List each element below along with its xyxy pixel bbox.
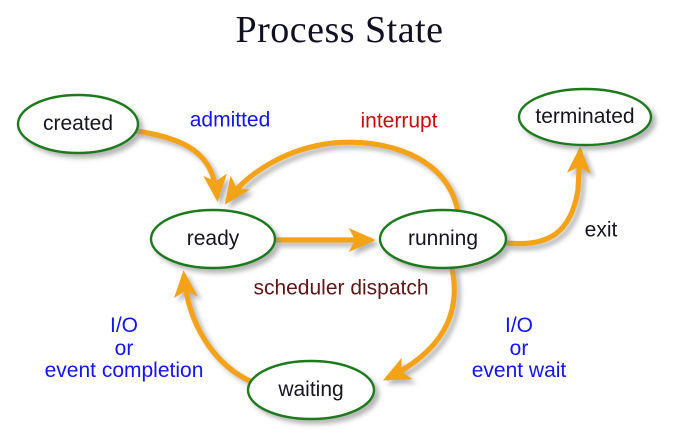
node-ready[interactable]	[149, 208, 277, 270]
node-label-waiting: waiting	[278, 378, 344, 401]
node-label-ready: ready	[186, 227, 240, 250]
node-terminated[interactable]	[517, 87, 653, 147]
edge-exit	[504, 146, 591, 247]
page-title: Process State	[235, 9, 444, 51]
edge-label-scheduler-dispatch: scheduler dispatch	[253, 276, 429, 300]
edge-label-exit: exit	[584, 218, 618, 242]
node-waiting[interactable]	[246, 359, 376, 421]
edge-layer	[134, 128, 591, 385]
edge-admitted	[134, 128, 227, 202]
node-label-running: running	[407, 227, 479, 250]
node-layer	[16, 87, 653, 421]
node-running[interactable]	[378, 208, 508, 270]
edge-io-event-wait	[382, 265, 457, 381]
edge-io-event-completion	[173, 270, 255, 385]
edge-interrupt	[224, 139, 461, 215]
node-created[interactable]	[16, 93, 140, 155]
node-label-terminated: terminated	[535, 105, 635, 128]
node-label-created: created	[42, 112, 114, 135]
edge-label-interrupt: interrupt	[360, 109, 438, 133]
edge-label-admitted: admitted	[189, 108, 271, 132]
